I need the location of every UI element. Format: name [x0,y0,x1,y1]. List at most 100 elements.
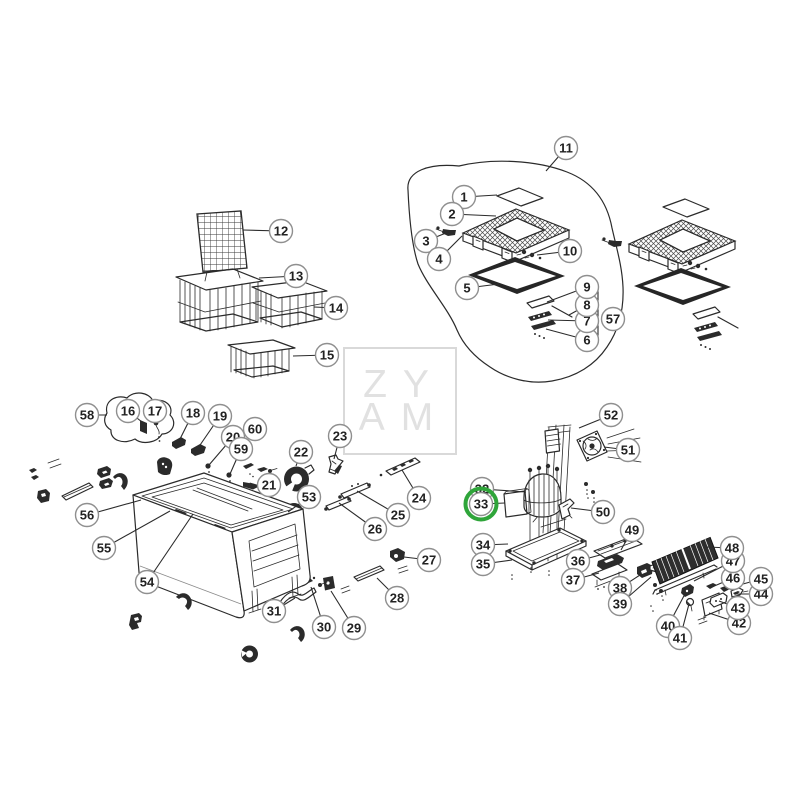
callout-57[interactable]: 57 [600,306,626,332]
callout-number-57: 57 [606,312,620,327]
basket-14 [251,280,328,329]
callout-number-60: 60 [248,422,262,437]
callout-58[interactable]: 58 [74,402,100,428]
callout-number-9: 9 [583,280,590,295]
callout-number-19: 19 [213,409,227,424]
callout-number-4: 4 [435,252,443,267]
callout-24[interactable]: 24 [406,485,432,511]
callout-9[interactable]: 9 [574,274,600,300]
bracket-50 [558,498,575,520]
callout-39[interactable]: 39 [607,591,633,617]
callout-56[interactable]: 56 [74,502,100,528]
callout-29[interactable]: 29 [341,615,367,641]
cabinet-body [132,472,311,619]
callout-number-7: 7 [583,314,590,329]
callout-number-28: 28 [390,591,404,606]
callout-33[interactable]: 33 [463,486,499,522]
part-41 [685,597,695,612]
callout-number-16: 16 [121,404,135,419]
callout-number-46: 46 [726,571,740,586]
callout-1[interactable]: 1 [451,184,477,210]
callout-22[interactable]: 22 [288,439,314,465]
callout-number-54: 54 [140,575,155,590]
relay-43 [709,592,728,608]
callout-number-48: 48 [725,541,739,556]
callout-52[interactable]: 52 [598,402,624,428]
hinge-26 [324,496,352,511]
part-27 [390,548,409,574]
callout-50[interactable]: 50 [590,499,616,525]
callout-4[interactable]: 4 [426,246,452,272]
callout-43[interactable]: 43 [725,595,751,621]
callout-number-30: 30 [317,620,331,635]
callout-14[interactable]: 14 [323,295,349,321]
callout-16[interactable]: 16 [115,398,141,424]
callout-number-53: 53 [302,490,316,505]
callout-number-24: 24 [412,491,427,506]
callout-number-17: 17 [148,404,162,419]
callout-28[interactable]: 28 [384,585,410,611]
callout-27[interactable]: 27 [416,547,442,573]
callout-17[interactable]: 17 [142,398,168,424]
callout-41[interactable]: 41 [667,625,693,651]
callout-number-33: 33 [474,497,488,512]
callout-53[interactable]: 53 [296,484,322,510]
callout-15[interactable]: 15 [314,342,340,368]
part-46 [706,583,717,589]
callout-30[interactable]: 30 [311,614,337,640]
callout-45[interactable]: 45 [748,566,774,592]
callout-26[interactable]: 26 [362,516,388,542]
callout-10[interactable]: 10 [557,238,583,264]
callout-21[interactable]: 21 [256,472,282,498]
callout-59[interactable]: 59 [228,436,254,462]
callout-31[interactable]: 31 [261,598,287,624]
callout-number-25: 25 [391,508,405,523]
callout-51[interactable]: 51 [615,437,641,463]
callout-55[interactable]: 55 [91,535,117,561]
callout-number-14: 14 [329,301,344,316]
callout-19[interactable]: 19 [207,403,233,429]
callout-2[interactable]: 2 [439,201,465,227]
callout-54[interactable]: 54 [134,569,160,595]
part-18 [172,437,186,449]
callout-number-56: 56 [80,508,94,523]
bracket-36 [597,554,624,570]
panel-strip-24 [379,457,421,477]
callout-number-41: 41 [673,631,687,646]
callout-49[interactable]: 49 [619,517,645,543]
condenser-48 [651,535,719,585]
callout-13[interactable]: 13 [283,263,309,289]
callout-number-39: 39 [613,597,627,612]
callout-number-22: 22 [294,445,308,460]
rod-28 [353,565,385,582]
callout-34[interactable]: 34 [470,532,496,558]
leader-line-54 [146,513,194,583]
callout-37[interactable]: 37 [560,567,586,593]
callout-3[interactable]: 3 [413,228,439,254]
callout-number-55: 55 [97,541,111,556]
callout-number-8: 8 [583,298,590,313]
callout-35[interactable]: 35 [470,551,496,577]
callout-25[interactable]: 25 [385,502,411,528]
callout-60[interactable]: 60 [242,416,268,442]
callout-48[interactable]: 48 [719,535,745,561]
lid-assembly-right [601,198,739,351]
callout-number-10: 10 [563,244,577,259]
callout-5[interactable]: 5 [454,275,480,301]
callout-number-45: 45 [754,572,768,587]
callout-number-29: 29 [347,621,361,636]
callout-11[interactable]: 11 [553,135,579,161]
callout-number-21: 21 [262,478,276,493]
callout-23[interactable]: 23 [327,423,353,449]
part-29 [323,576,351,594]
callout-number-23: 23 [333,429,347,444]
watermark-line1: ZY [363,363,445,406]
callout-36[interactable]: 36 [565,548,591,574]
callout-number-43: 43 [731,601,745,616]
callout-12[interactable]: 12 [268,218,294,244]
part-16 [140,420,147,434]
callout-18[interactable]: 18 [180,400,206,426]
watermark-box [343,347,457,455]
